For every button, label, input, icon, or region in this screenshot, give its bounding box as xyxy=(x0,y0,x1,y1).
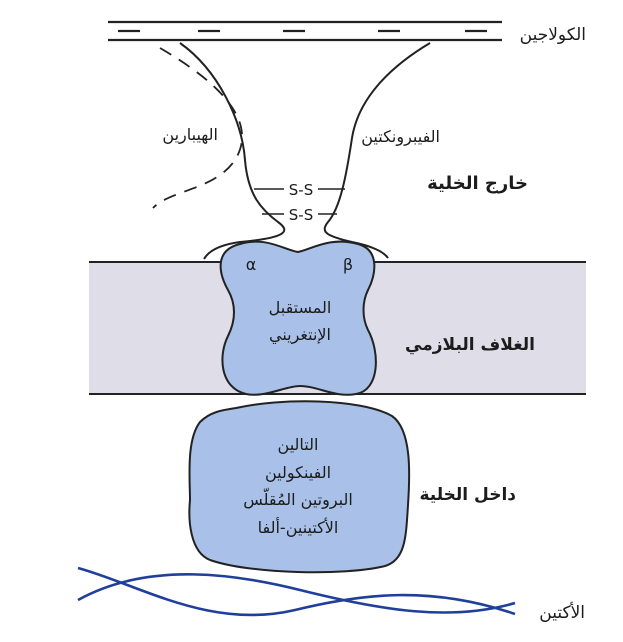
integrin-beta-label: β xyxy=(343,255,353,274)
fibronectin-left-arm xyxy=(179,42,286,260)
actin-strand-2 xyxy=(77,573,516,614)
fibronectin-label: الفيبرونكتين xyxy=(361,127,440,147)
integrin-label-line1: المستقبل xyxy=(269,298,332,317)
fibronectin-right-arm xyxy=(323,42,431,259)
extracellular-label: خارج الخلية xyxy=(427,173,528,194)
collagen-fiber xyxy=(108,20,502,42)
collagen-label: الكولاجين xyxy=(520,25,586,45)
heparin-label: الهيبارين xyxy=(162,125,218,145)
complex-label-line1: التالين xyxy=(278,435,319,455)
complex-label-line2: الفينكولين xyxy=(265,463,331,483)
integrin-label-line2: الإنتغريني xyxy=(269,325,331,345)
intracellular-complex xyxy=(188,400,411,574)
actin-strand-1 xyxy=(77,566,516,617)
intracellular-label: داخل الخلية xyxy=(419,485,516,505)
complex-label-line4: الأكتينين-ألفا xyxy=(258,517,339,538)
actin-label: الأكتين xyxy=(539,602,585,623)
actin-filament xyxy=(77,566,516,617)
complex-label-line3: البروتين المُقلّس xyxy=(243,486,353,510)
integrin-alpha-label: α xyxy=(246,255,257,274)
plasma-membrane-label: الغلاف البلازمي xyxy=(405,335,535,355)
disulfide-label-bottom: S-S xyxy=(289,206,313,224)
heparin-strand xyxy=(152,47,243,209)
integrin-receptor xyxy=(219,240,377,396)
disulfide-label-top: S-S xyxy=(289,181,313,199)
